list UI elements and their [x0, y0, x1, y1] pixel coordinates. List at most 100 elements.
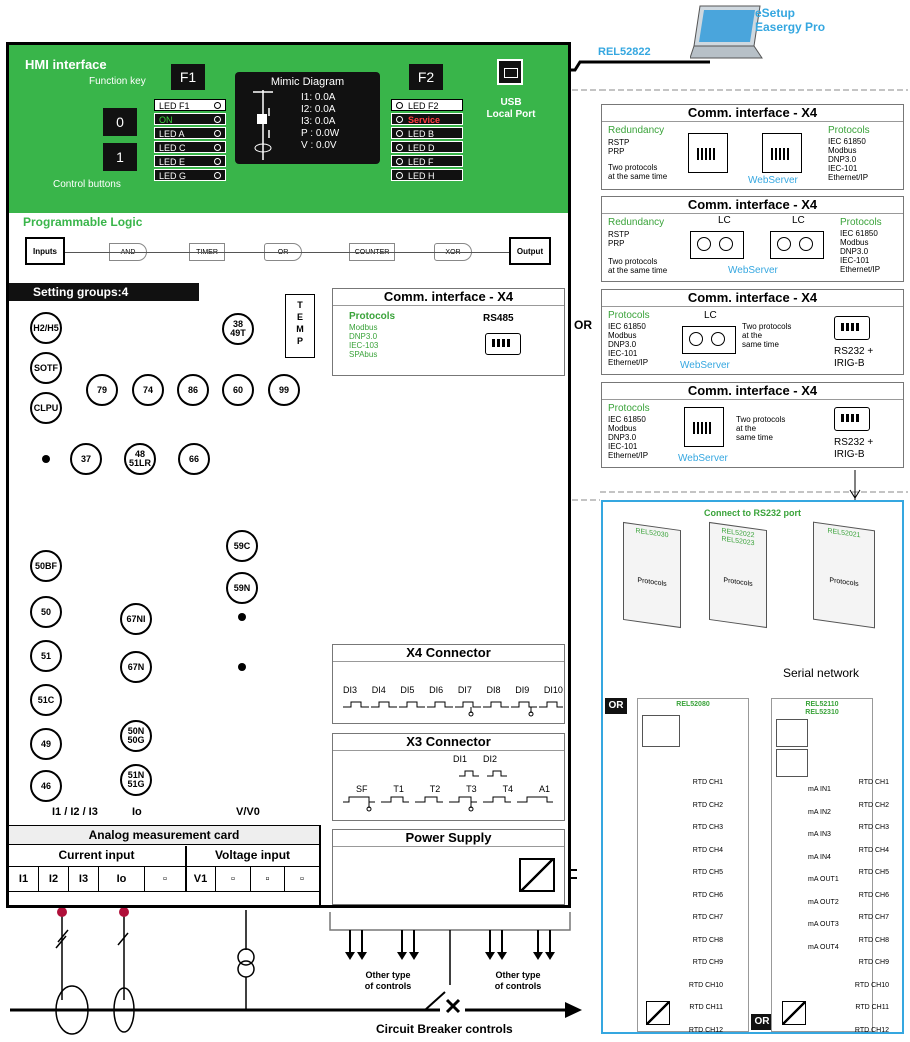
rs232-label: RS232 + IRIG-B	[834, 346, 873, 370]
di-label: DI6	[429, 685, 443, 695]
two-protocols-note: Two protocols at the same time	[736, 415, 785, 442]
led-indicator	[396, 116, 403, 123]
usb-label: USB	[479, 97, 543, 108]
hmi-title: HMI interface	[25, 57, 107, 72]
f1-button[interactable]: F1	[171, 64, 205, 90]
button-1[interactable]: 1	[103, 143, 137, 171]
led-indicator	[396, 102, 403, 109]
adapter-name: REL52021	[814, 526, 874, 541]
ethernet-port-icon[interactable]	[688, 133, 728, 173]
webserver-label: WebServer	[680, 360, 730, 371]
di-label: DI5	[400, 685, 414, 695]
cell-spare: ▫	[145, 867, 186, 891]
rtd-ch: RTD CH8	[853, 930, 889, 953]
adapter-3: REL52021 Protocols	[813, 522, 875, 629]
mimic-title: Mimic Diagram	[235, 76, 380, 88]
di-label: DI8	[487, 685, 501, 695]
or-badge: OR	[751, 1014, 773, 1030]
programmable-logic: Programmable Logic Inputs Output AND TIM…	[9, 210, 568, 283]
cell-spare: ▫	[285, 867, 319, 891]
rs485-port-icon[interactable]	[485, 333, 521, 355]
func-51: 51	[30, 640, 62, 672]
rs485-label: RS485	[483, 313, 514, 324]
di-label: DI7	[458, 685, 472, 695]
func-59c: 59C	[226, 530, 258, 562]
list-item: IEC-101	[828, 164, 868, 173]
rtd-ch: RTD CH2	[687, 795, 723, 818]
led-label: LED D	[408, 143, 435, 153]
list-item: Ethernet/IP	[608, 451, 648, 460]
led-g: LED G	[154, 169, 226, 181]
rs232-panel-title: Connect to RS232 port	[603, 508, 902, 518]
bus-i123: I1 / I2 / I3	[52, 806, 98, 818]
fiber-port-icon[interactable]	[770, 231, 824, 259]
list-item: IEC 61850	[608, 322, 648, 331]
webserver-label: WebServer	[678, 453, 728, 464]
converter-icon	[782, 1001, 806, 1025]
analog-io: mA IN3	[808, 824, 839, 847]
other-controls-2: Other type of controls	[482, 970, 554, 992]
fiber-port-icon[interactable]	[682, 326, 736, 354]
adapter-protocols: Protocols	[814, 575, 874, 590]
func-46: 46	[30, 770, 62, 802]
protocol-item: SPAbus	[349, 350, 378, 359]
comm-option-title: Comm. interface - X4	[602, 383, 903, 400]
rs232-port-icon[interactable]	[834, 407, 870, 431]
mimic-i3: I3: 0.0A	[301, 116, 339, 128]
rtd-ch: RTD CH3	[687, 817, 723, 840]
cell-i3: I3	[69, 867, 99, 891]
f2-button[interactable]: F2	[409, 64, 443, 90]
or-badge: OR	[605, 698, 627, 714]
mimic-i1: I1: 0.0A	[301, 92, 339, 104]
rtd-ch: RTD CH5	[687, 862, 723, 885]
cell-spare: ▫	[251, 867, 285, 891]
led-label: LED G	[159, 171, 186, 181]
cell-spare: ▫	[216, 867, 251, 891]
webserver-label: WebServer	[748, 175, 798, 186]
analog-io: mA OUT3	[808, 914, 839, 937]
func-51c: 51C	[30, 684, 62, 716]
rtd-ch: RTD CH6	[853, 885, 889, 908]
rtd-ch: RTD CH2	[853, 795, 889, 818]
current-input-label: Current input	[9, 846, 184, 864]
led-f1: LED F1	[154, 99, 226, 111]
led-label: LED F	[408, 157, 434, 167]
ethernet-port-icon[interactable]	[684, 407, 724, 447]
comm-x4-main: Comm. interface - X4 Protocols Modbus DN…	[332, 288, 565, 376]
rtd-ch: RTD CH1	[687, 772, 723, 795]
two-protocols-note: Two protocols at the same time	[608, 257, 667, 275]
rtd-ch: RTD CH7	[687, 907, 723, 930]
led-indicator	[396, 158, 403, 165]
rs232-port-icon[interactable]	[834, 316, 870, 340]
func-79: 79	[86, 374, 118, 406]
rtd-ch: RTD CH8	[687, 930, 723, 953]
rs232-label: RS232 + IRIG-B	[834, 437, 873, 461]
rtd-ch: RTD CH6	[687, 885, 723, 908]
func-50n-50g: 50N 50G	[120, 720, 152, 752]
led-f: LED F	[391, 155, 463, 167]
protocol-list: Modbus DNP3.0 IEC-103 SPAbus	[349, 323, 378, 359]
mimic-values: I1: 0.0A I2: 0.0A I3: 0.0A P : 0.0W V : …	[301, 92, 339, 152]
button-0[interactable]: 0	[103, 108, 137, 136]
led-label: LED F2	[408, 101, 439, 111]
x3-di1: DI1	[453, 754, 467, 764]
led-indicator	[396, 130, 403, 137]
func-51n-51g: 51N 51G	[120, 764, 152, 796]
control-buttons-label: Control buttons	[53, 179, 121, 190]
list-item: RSTP	[608, 230, 629, 239]
list-item: Modbus	[608, 331, 648, 340]
func-86: 86	[177, 374, 209, 406]
usb-port-icon[interactable]	[497, 59, 523, 85]
mimic-display: Mimic Diagram I1: 0.0A I2: 0.0A I3: 0.0A…	[235, 72, 380, 164]
webserver-label: WebServer	[728, 265, 778, 276]
list-item: DNP3.0	[840, 247, 880, 256]
led-d: LED D	[391, 141, 463, 153]
bus-vv0: V/V0	[236, 806, 260, 818]
x4-contacts	[341, 697, 563, 717]
fiber-port-icon[interactable]	[690, 231, 744, 259]
func-60: 60	[222, 374, 254, 406]
ethernet-port-icon[interactable]	[762, 133, 802, 173]
